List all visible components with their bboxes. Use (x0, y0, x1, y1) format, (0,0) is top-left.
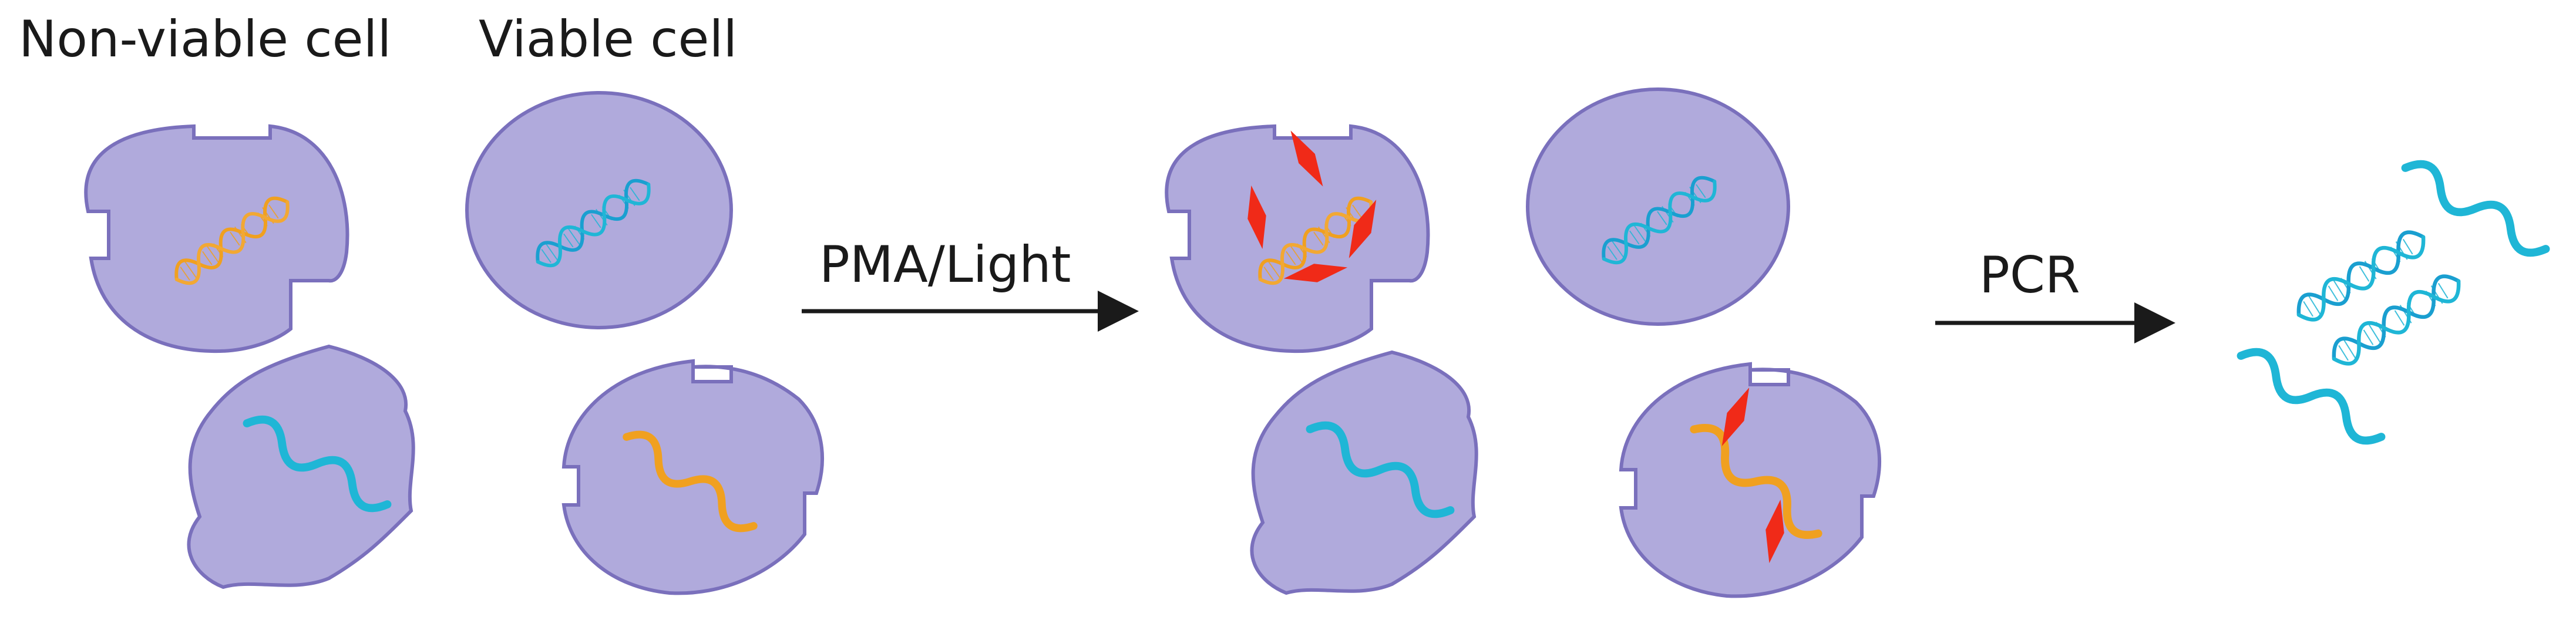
non-viable-cell-pma-bound (1165, 124, 1430, 353)
viable-cell-ssdna (561, 359, 824, 595)
amplified-dna (2234, 156, 2553, 449)
viable-cell-dsdna (465, 91, 733, 329)
pma-light-label: PMA/Light (819, 235, 1071, 294)
viable-cell-label: Viable cell (479, 10, 737, 69)
pma-light-step: PMA/Light (802, 235, 1139, 332)
non-viable-cell-ssdna (187, 344, 415, 589)
viable-cell-intact (1526, 87, 1790, 326)
damaged-cell-pma-bound-strand (1619, 362, 1881, 598)
non-viable-cell-label: Non-viable cell (19, 10, 391, 69)
pcr-label: PCR (1979, 246, 2080, 305)
non-viable-cell-ssdna-2 (1250, 350, 1478, 595)
non-viable-cell-dsdna (84, 124, 349, 353)
pcr-step: PCR (1935, 246, 2175, 343)
